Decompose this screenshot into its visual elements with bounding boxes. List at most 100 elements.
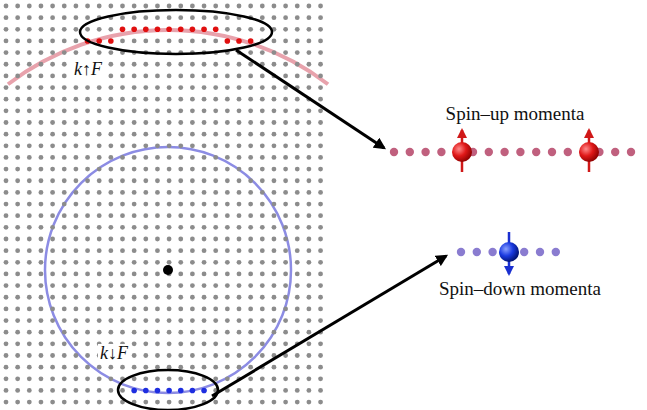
lattice-dot bbox=[307, 341, 312, 346]
lattice-dot bbox=[132, 178, 137, 183]
lattice-dot bbox=[318, 155, 323, 160]
lattice-dot bbox=[74, 190, 79, 195]
lattice-dot bbox=[318, 202, 323, 207]
lattice-dot bbox=[178, 39, 183, 44]
lattice-dot bbox=[167, 85, 172, 90]
lattice-dot bbox=[132, 307, 137, 312]
lattice-dot bbox=[318, 388, 323, 393]
lattice-dot bbox=[295, 27, 300, 32]
lattice-dot bbox=[85, 178, 90, 183]
lattice-dot bbox=[248, 330, 253, 335]
lattice-dot bbox=[190, 85, 195, 90]
lattice-dot bbox=[120, 39, 125, 44]
lattice-dot bbox=[202, 237, 207, 242]
lattice-dot bbox=[248, 190, 253, 195]
lattice-dot bbox=[178, 15, 183, 20]
lattice-dot bbox=[132, 155, 137, 160]
lattice-dot bbox=[237, 120, 242, 125]
lattice-dot bbox=[213, 143, 218, 148]
lattice-dot bbox=[318, 353, 323, 358]
lattice-dot bbox=[131, 27, 137, 33]
lattice-dot bbox=[50, 85, 55, 90]
lattice-dot bbox=[15, 62, 20, 67]
lattice-dot bbox=[190, 283, 195, 288]
lattice-dot bbox=[39, 272, 44, 277]
lattice-dot bbox=[307, 39, 312, 44]
lattice-dot bbox=[85, 341, 90, 346]
lattice-dot bbox=[248, 167, 253, 172]
lattice-dot bbox=[27, 283, 32, 288]
lattice-dot bbox=[120, 202, 125, 207]
lattice-dot bbox=[4, 132, 9, 137]
lattice-dot bbox=[108, 225, 113, 230]
lattice-dot bbox=[74, 295, 79, 300]
lattice-dot bbox=[27, 50, 32, 55]
lattice-dot bbox=[74, 272, 79, 277]
lattice-dot bbox=[132, 4, 137, 9]
lattice-dot bbox=[190, 202, 195, 207]
lattice-dot bbox=[39, 341, 44, 346]
lattice-dot bbox=[120, 155, 125, 160]
lattice-dot bbox=[39, 167, 44, 172]
lattice-dot bbox=[202, 108, 207, 113]
lattice-dot bbox=[97, 178, 102, 183]
lattice-dot bbox=[39, 318, 44, 323]
lattice-dot bbox=[27, 353, 32, 358]
lattice-dot bbox=[120, 388, 125, 393]
lattice-dot bbox=[190, 248, 195, 253]
lattice-dot bbox=[248, 143, 253, 148]
lattice-dot bbox=[4, 283, 9, 288]
lattice-dot bbox=[248, 4, 253, 9]
lattice-dot bbox=[213, 341, 218, 346]
lattice-dot bbox=[62, 27, 67, 32]
lattice-dot bbox=[190, 4, 195, 9]
lattice-dot bbox=[4, 330, 9, 335]
lattice-dot bbox=[236, 38, 242, 44]
lattice-dot bbox=[74, 213, 79, 218]
lattice-dot bbox=[74, 4, 79, 9]
lattice-dots bbox=[4, 4, 323, 405]
lattice-dot bbox=[120, 97, 125, 102]
lattice-dot bbox=[15, 155, 20, 160]
lattice-dot bbox=[74, 120, 79, 125]
lattice-dot bbox=[155, 341, 160, 346]
lattice-dot bbox=[143, 341, 148, 346]
lattice-dot bbox=[248, 132, 253, 137]
lattice-dot bbox=[202, 353, 207, 358]
lattice-dot bbox=[4, 143, 9, 148]
lattice-dot bbox=[27, 260, 32, 265]
lattice-dot bbox=[225, 318, 230, 323]
lattice-dot bbox=[237, 4, 242, 9]
lattice-dot bbox=[50, 120, 55, 125]
lattice-dot bbox=[108, 330, 113, 335]
lattice-dot bbox=[318, 190, 323, 195]
lattice-dot bbox=[50, 400, 55, 405]
lattice-dot bbox=[202, 132, 207, 137]
lattice-dot bbox=[318, 400, 323, 405]
momentum-label: k↑F bbox=[72, 60, 104, 80]
lattice-dot bbox=[62, 15, 67, 20]
lattice-dot bbox=[39, 307, 44, 312]
lattice-dot bbox=[4, 248, 9, 253]
lattice-dot bbox=[307, 62, 312, 67]
spin-up-fermi-arc bbox=[8, 30, 328, 84]
momentum-dot bbox=[627, 148, 635, 156]
lattice-dot bbox=[74, 283, 79, 288]
momentum-dot bbox=[520, 248, 528, 256]
lattice-dot bbox=[4, 120, 9, 125]
lattice-dot bbox=[307, 330, 312, 335]
lattice-dot bbox=[272, 178, 277, 183]
lattice-dot bbox=[85, 283, 90, 288]
origin-dot bbox=[163, 265, 173, 275]
lattice-dot bbox=[50, 178, 55, 183]
lattice-dot bbox=[50, 4, 55, 9]
lattice-dot bbox=[15, 39, 20, 44]
lattice-dot bbox=[50, 143, 55, 148]
lattice-dot bbox=[132, 237, 137, 242]
lattice-dot bbox=[307, 108, 312, 113]
lattice-dot bbox=[50, 388, 55, 393]
lattice-dot bbox=[272, 132, 277, 137]
lattice-dot bbox=[283, 260, 288, 265]
lattice-dot bbox=[260, 225, 265, 230]
lattice-dot bbox=[201, 27, 207, 33]
